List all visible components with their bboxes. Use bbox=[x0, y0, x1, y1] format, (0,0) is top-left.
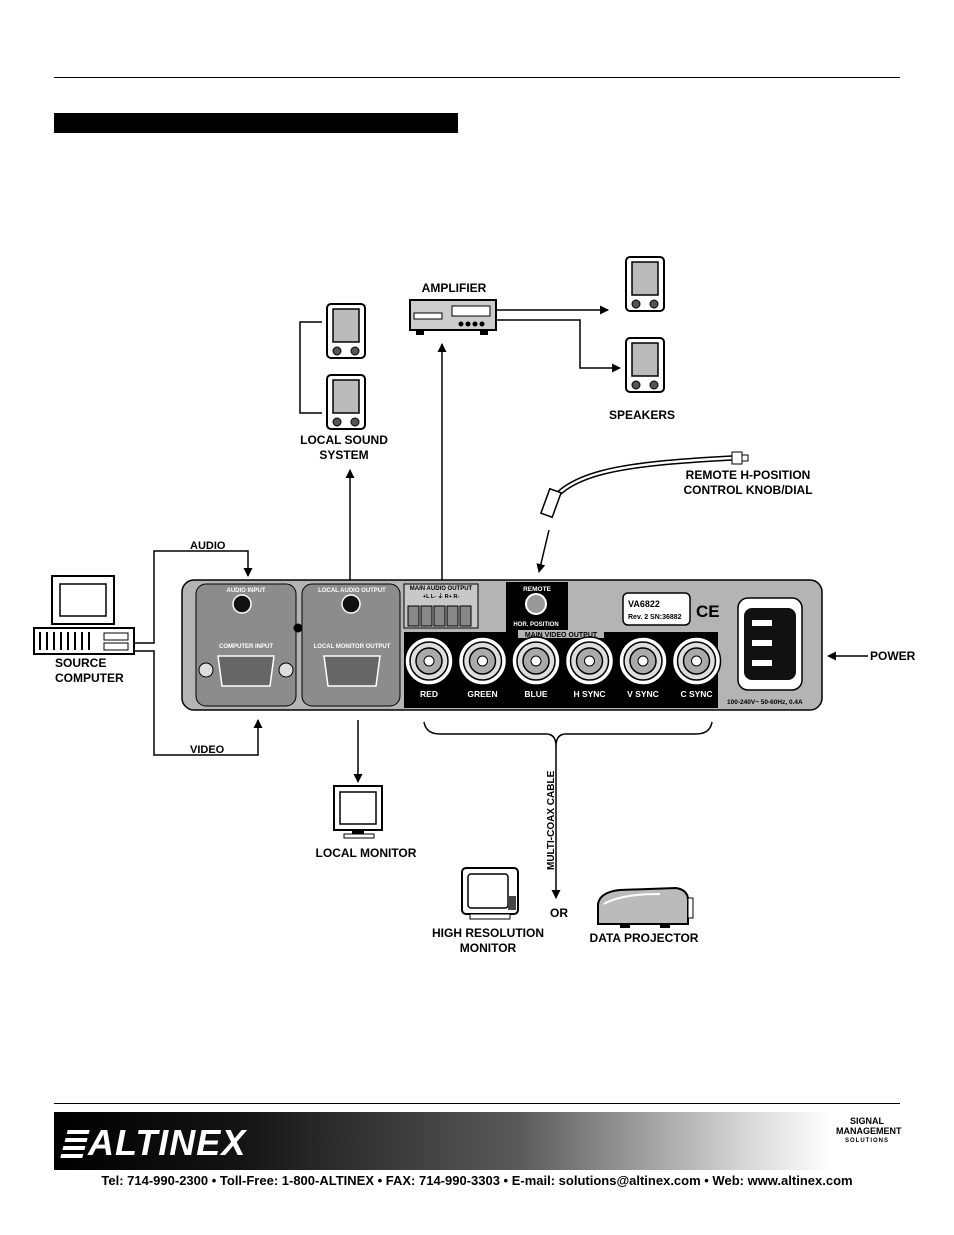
signal-text: SIGNAL bbox=[849, 1116, 884, 1126]
altinex-logo: ALTINEX bbox=[60, 1122, 247, 1164]
source-label-2: COMPUTER bbox=[55, 671, 124, 685]
bnc-green-connector[interactable] bbox=[457, 636, 508, 686]
data-projector bbox=[597, 886, 694, 928]
power-label: POWER bbox=[870, 649, 916, 663]
hor-position-label: HOR. POSITION bbox=[513, 622, 558, 628]
speaker-right-top bbox=[625, 256, 665, 312]
bnc-v-sync-label: V SYNC bbox=[627, 689, 659, 699]
video-label: VIDEO bbox=[190, 744, 225, 756]
projector-label: DATA PROJECTOR bbox=[590, 931, 699, 945]
management-text: MANAGEMENT bbox=[836, 1126, 902, 1136]
local-monitor-label: LOCAL MONITOR bbox=[316, 846, 417, 860]
hires-label-1: HIGH RESOLUTION bbox=[432, 926, 544, 940]
local-speaker-bottom bbox=[326, 374, 366, 430]
source-label-1: SOURCE bbox=[55, 656, 106, 670]
section-title-bar bbox=[54, 113, 458, 133]
remote-port-label: REMOTE bbox=[523, 586, 551, 593]
local-monitor-output-connector[interactable] bbox=[323, 655, 381, 687]
amplifier-label: AMPLIFIER bbox=[422, 281, 487, 295]
bnc-h-sync-label: H SYNC bbox=[573, 689, 605, 699]
bnc-green-label: GREEN bbox=[467, 689, 497, 699]
bnc-c-sync-label: C SYNC bbox=[680, 689, 712, 699]
multi-coax-label: MULTI-COAX CABLE bbox=[546, 770, 557, 870]
power-inlet[interactable] bbox=[737, 597, 803, 691]
remote-label-2: CONTROL KNOB/DIAL bbox=[683, 483, 812, 497]
local-sound-label-1: LOCAL SOUND bbox=[300, 433, 388, 447]
local-speaker-top bbox=[326, 303, 366, 359]
terminal-labels: +L L- ⏚ R+ R- bbox=[423, 593, 459, 600]
solutions-text: SOLUTIONS bbox=[844, 1138, 889, 1144]
bnc-connectors[interactable]: RED GREEN BLUE H SYNC V SYNC C SYNC bbox=[404, 636, 722, 699]
logo-bars-icon bbox=[60, 1130, 90, 1158]
header-rule bbox=[54, 77, 900, 78]
altinex-logo-text: ALTINEX bbox=[88, 1122, 247, 1163]
local-sound-label-2: SYSTEM bbox=[319, 448, 368, 462]
remote-jack[interactable] bbox=[525, 593, 547, 615]
bnc-red-label: RED bbox=[420, 689, 438, 699]
connection-diagram: AMPLIFIER SPEAKERS LOCAL SOUND SYSTEM RE… bbox=[33, 256, 916, 955]
bnc-h-sync-connector[interactable] bbox=[564, 636, 615, 686]
main-video-output-label: MAIN VIDEO OUTPUT bbox=[525, 632, 598, 639]
main-audio-output-label: MAIN AUDIO OUTPUT bbox=[410, 586, 473, 592]
footer-banner bbox=[54, 1112, 900, 1170]
footer-rule bbox=[54, 1103, 900, 1104]
speakers-label: SPEAKERS bbox=[609, 408, 675, 422]
model-label: VA6822 bbox=[628, 599, 660, 609]
local-audio-output-jack[interactable] bbox=[341, 594, 361, 614]
local-monitor bbox=[333, 785, 383, 839]
main-audio-terminal[interactable] bbox=[407, 605, 472, 627]
bnc-c-sync-connector[interactable] bbox=[671, 636, 722, 686]
high-resolution-monitor bbox=[461, 867, 519, 920]
bnc-red-connector[interactable] bbox=[404, 636, 454, 686]
signal-management-logo: SIGNAL MANAGEMENT SOLUTIONS bbox=[836, 1116, 902, 1168]
bnc-v-sync-connector[interactable] bbox=[618, 636, 668, 686]
audio-input-jack[interactable] bbox=[232, 594, 252, 614]
bnc-blue-connector[interactable] bbox=[511, 636, 561, 686]
contact-info: Tel: 714-990-2300 • Toll-Free: 1-800-ALT… bbox=[101, 1173, 853, 1188]
audio-input-label: AUDIO INPUT bbox=[227, 588, 266, 594]
power-rating-label: 100-240V~ 50-60Hz, 0.4A bbox=[727, 699, 803, 706]
or-label: OR bbox=[550, 906, 568, 920]
remote-label-1: REMOTE H-POSITION bbox=[686, 468, 811, 482]
computer-input-connector[interactable] bbox=[198, 655, 294, 687]
computer-input-label: COMPUTER INPUT bbox=[219, 644, 273, 650]
amplifier bbox=[409, 299, 497, 335]
panel-dot bbox=[293, 623, 303, 633]
ce-mark: CE bbox=[696, 602, 720, 621]
rev-label: Rev. 2 SN:36882 bbox=[628, 614, 682, 621]
hires-label-2: MONITOR bbox=[460, 941, 517, 955]
bnc-blue-label: BLUE bbox=[524, 689, 547, 699]
local-monitor-output-label: LOCAL MONITOR OUTPUT bbox=[314, 644, 391, 650]
source-computer bbox=[33, 575, 135, 655]
local-audio-output-label: LOCAL AUDIO OUTPUT bbox=[318, 588, 386, 594]
speaker-right-bottom bbox=[625, 337, 665, 393]
audio-label: AUDIO bbox=[190, 540, 226, 552]
